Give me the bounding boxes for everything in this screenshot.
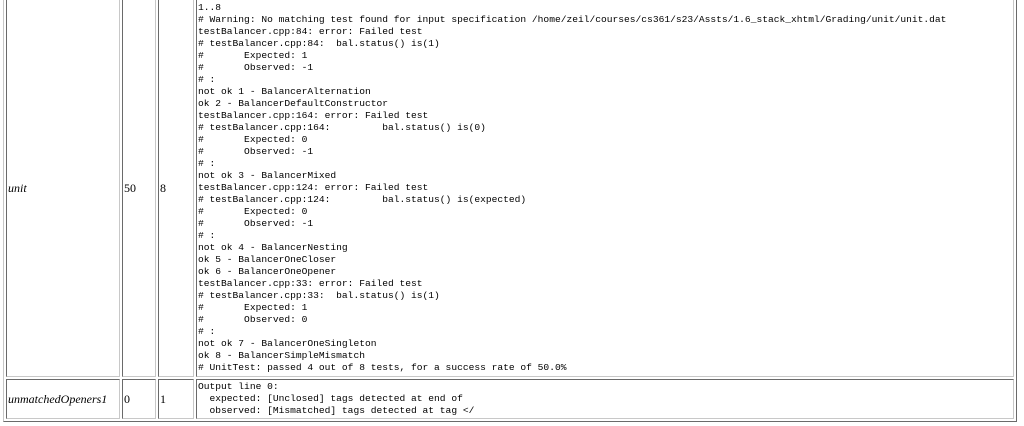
test-output-text: 1..8 # Warning: No matching test found f… <box>198 2 947 373</box>
weight-cell: 1 <box>158 379 194 419</box>
table-row: unit 50 8 1..8 # Warning: No matching te… <box>6 0 1014 377</box>
test-output-cell: 1..8 # Warning: No matching test found f… <box>196 0 1014 377</box>
grading-results-table: unit 50 8 1..8 # Warning: No matching te… <box>3 0 1017 422</box>
score-cell: 0 <box>122 379 156 419</box>
test-output-text: Output line 0: expected: [Unclosed] tags… <box>198 381 475 416</box>
score-cell: 50 <box>122 0 156 377</box>
test-name-cell: unit <box>6 0 120 377</box>
test-name-cell: unmatchedOpeners1 <box>6 379 120 419</box>
weight-cell: 8 <box>158 0 194 377</box>
test-output-cell: Output line 0: expected: [Unclosed] tags… <box>196 379 1014 419</box>
table-row: unmatchedOpeners1 0 1 Output line 0: exp… <box>6 379 1014 419</box>
